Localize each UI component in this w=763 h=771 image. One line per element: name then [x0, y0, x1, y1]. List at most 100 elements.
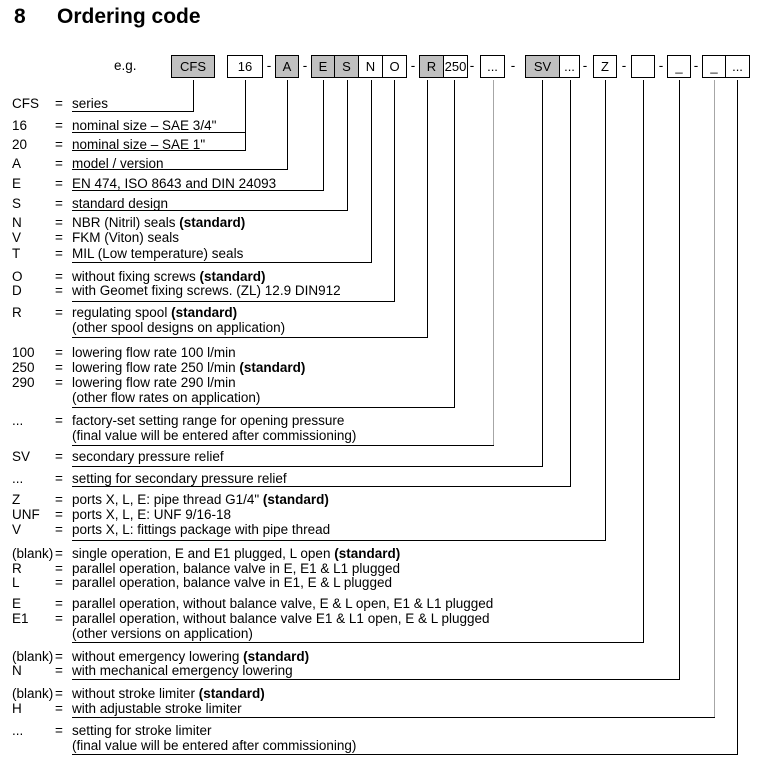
legend-equals: = [55, 137, 63, 152]
legend-standard-flag: (standard) [262, 492, 329, 507]
connector-vline [570, 80, 572, 487]
connector-vline [643, 80, 645, 643]
legend-code: V [12, 522, 22, 537]
legend-description: (final value will be entered after commi… [72, 739, 356, 753]
legend-description: factory-set setting range for opening pr… [72, 414, 344, 428]
legend-description-text: lowering flow rate 290 l/min [72, 375, 236, 390]
legend-description-text: ports X, L, E: UNF 9/16-18 [72, 507, 232, 522]
legend-standard-flag: (standard) [243, 649, 310, 664]
code-box-label: R [426, 59, 437, 74]
code-box-label: A [282, 59, 292, 74]
connector-underline [72, 190, 324, 192]
legend-code: R [12, 305, 22, 320]
legend-standard-flag: (standard) [198, 686, 265, 701]
legend-description: parallel operation, balance valve in E, … [72, 562, 400, 576]
legend-description: parallel operation, without balance valv… [72, 597, 493, 611]
legend-description-text: parallel operation, without balance valv… [72, 611, 490, 626]
code-box-blank [631, 55, 655, 78]
code-box-R: R [419, 55, 444, 78]
legend-code: E [12, 176, 22, 191]
legend-code: R [12, 561, 22, 576]
legend-code: N [12, 663, 22, 678]
legend-description-text: series [72, 96, 109, 111]
legend-equals: = [55, 546, 63, 561]
legend-description: regulating spool (standard) [72, 306, 237, 320]
legend-code: ... [12, 471, 24, 486]
legend-description-text: with mechanical emergency lowering [72, 663, 293, 678]
legend-description: EN 474, ISO 8643 and DIN 24093 [72, 177, 276, 191]
legend-equals: = [55, 345, 63, 360]
legend-description: (other flow rates on application) [72, 391, 260, 405]
legend-description: without fixing screws (standard) [72, 270, 266, 284]
code-box-250: 250 [444, 55, 468, 78]
code-box-label: SV [533, 59, 552, 74]
code-box-S: S [335, 55, 359, 78]
connector-underline [72, 132, 246, 134]
connector-underline [72, 540, 606, 542]
code-box-label: 250 [444, 59, 467, 74]
connector-vline [193, 80, 195, 112]
legend-description: with mechanical emergency lowering [72, 664, 293, 678]
legend-equals: = [55, 118, 63, 133]
legend-equals: = [55, 215, 63, 230]
connector-underline [72, 407, 455, 409]
legend-code: S [12, 196, 22, 211]
legend-code: SV [12, 449, 31, 464]
legend-code: (blank) [12, 686, 54, 701]
legend-equals: = [55, 156, 63, 171]
legend-equals: = [55, 375, 63, 390]
legend-description-text: EN 474, ISO 8643 and DIN 24093 [72, 176, 277, 191]
legend-equals: = [55, 596, 63, 611]
connector-underline [72, 262, 372, 264]
code-box-16: 16 [227, 55, 263, 78]
legend-description-text: (final value will be entered after commi… [72, 738, 357, 753]
connector-vline [454, 80, 456, 408]
legend-description: ports X, L: fittings package with pipe t… [72, 523, 330, 537]
legend-equals: = [55, 246, 63, 261]
legend-code: CFS [12, 96, 39, 111]
legend-equals: = [55, 611, 63, 626]
connector-vline [287, 80, 289, 170]
code-box-label: ... [487, 59, 498, 74]
legend-code: 250 [12, 360, 35, 375]
legend-code: UNF [12, 507, 40, 522]
legend-equals: = [55, 305, 63, 320]
page-title-label: Ordering code [57, 5, 201, 28]
legend-equals: = [55, 723, 63, 738]
legend-description: (other versions on application) [72, 627, 253, 641]
code-box-label: N [365, 59, 376, 74]
legend-description: (final value will be entered after commi… [72, 429, 356, 443]
legend-description: parallel operation, without balance valv… [72, 612, 490, 626]
legend-description-text: lowering flow rate 250 l/min [72, 360, 240, 375]
connector-vline [542, 80, 544, 467]
legend-equals: = [55, 649, 63, 664]
legend-description-text: without fixing screws [72, 269, 200, 284]
code-box-label: ... [732, 59, 743, 74]
legend-code: E1 [12, 611, 29, 626]
legend-code: O [12, 269, 23, 284]
legend-description: (other spool designs on application) [72, 321, 285, 335]
code-box-...: ... [480, 55, 505, 78]
connector-vline [493, 80, 495, 446]
legend-standard-flag: (standard) [334, 546, 401, 561]
code-box-_: _ [702, 55, 726, 78]
connector-vline [347, 80, 349, 211]
code-box-_: _ [667, 55, 691, 78]
connector-vline [605, 80, 607, 541]
legend-description-text: (other versions on application) [72, 626, 253, 641]
legend-description-text: without emergency lowering [72, 649, 244, 664]
legend-equals: = [55, 449, 63, 464]
legend-description-text: standard design [72, 196, 169, 211]
legend-code: E [12, 596, 22, 611]
legend-description-text: parallel operation, balance valve in E, … [72, 561, 400, 576]
legend-description-text: NBR (Nitril) seals [72, 215, 180, 230]
legend-description-text: nominal size – SAE 1" [72, 137, 206, 152]
legend-code: 20 [12, 137, 28, 152]
legend-description-text: single operation, E and E1 plugged, L op… [72, 546, 335, 561]
code-separator: - [266, 58, 272, 73]
connector-underline [72, 717, 715, 719]
legend-code: 16 [12, 118, 28, 133]
legend-code: N [12, 215, 22, 230]
